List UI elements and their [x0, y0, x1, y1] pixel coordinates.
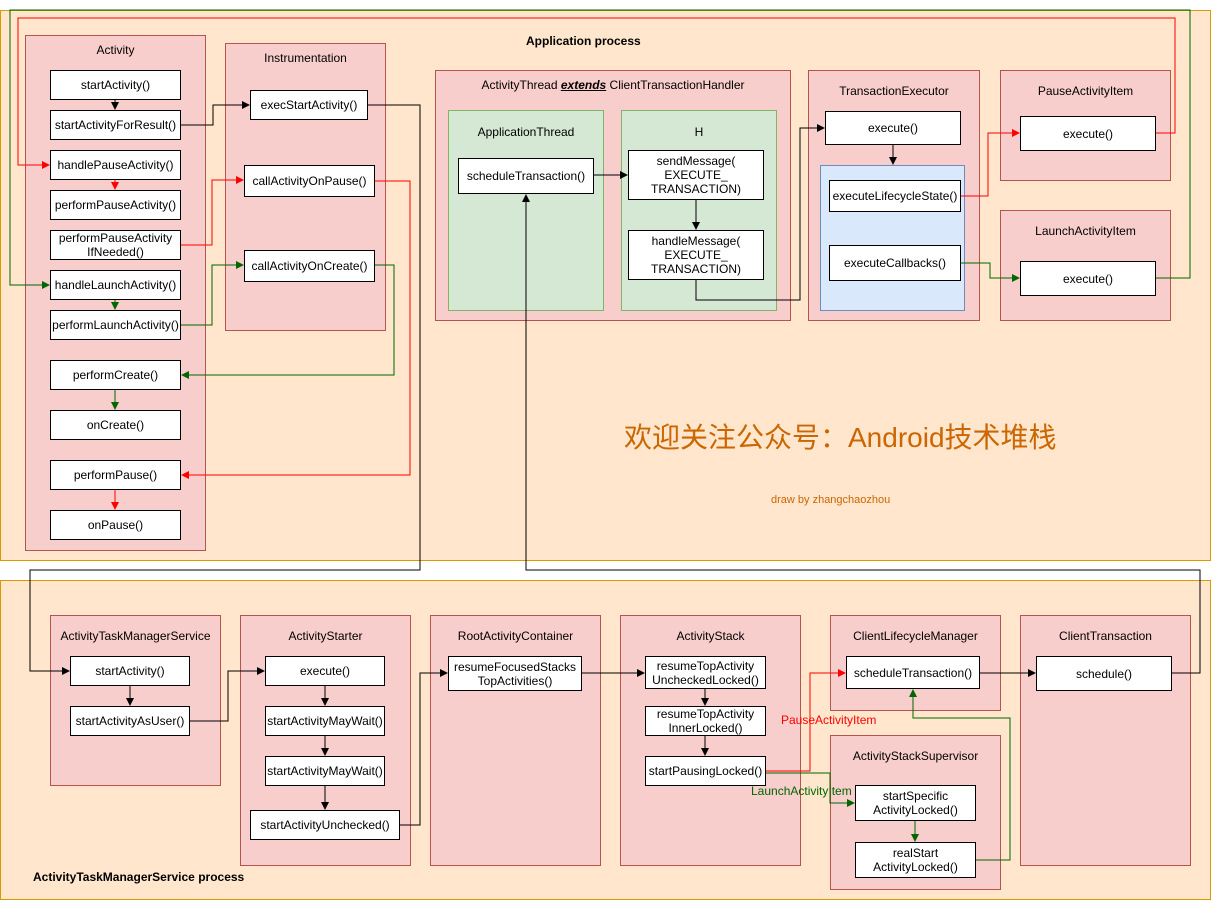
activity-title: Activity	[96, 43, 135, 57]
launch-activity-item-title: LaunchActivityItem	[1035, 224, 1136, 238]
node-atms-start-activity: startActivity()	[70, 656, 190, 686]
node-call-activity-on-pause: callActivityOnPause()	[244, 165, 375, 197]
activity-thread-title: ActivityThread extends ClientTransaction…	[436, 78, 790, 92]
transaction-executor-title: TransactionExecutor	[839, 84, 949, 98]
node-start-activity-for-result: startActivityForResult()	[50, 110, 181, 140]
pause-activity-item-title: PauseActivityItem	[1037, 84, 1134, 98]
atms-process-title: ActivityTaskManagerService process	[33, 870, 245, 884]
node-call-activity-on-create: callActivityOnCreate()	[244, 250, 375, 282]
root-activity-container-title: RootActivityContainer	[457, 629, 574, 643]
node-start-pausing-locked: startPausingLocked()	[645, 756, 766, 786]
node-start-activity-unchecked: startActivityUnchecked()	[250, 810, 400, 840]
node-resume-focused-stacks: resumeFocusedStacks TopActivities()	[448, 656, 582, 691]
author-credit: draw by zhangchaozhou	[771, 494, 891, 506]
activity-stack-title: ActivityStack	[676, 629, 745, 643]
label-pause-activity-item: PauseActivityItem	[781, 713, 877, 727]
node-activity-start-activity: startActivity()	[50, 70, 181, 100]
node-handle-launch-activity: handleLaunchActivity()	[50, 270, 181, 300]
node-pause-item-execute: execute()	[1020, 116, 1156, 151]
node-resume-top-activity-inner: resumeTopActivity InnerLocked()	[645, 706, 766, 736]
activity-stack-group: ActivityStack	[620, 615, 801, 866]
instrumentation-title: Instrumentation	[264, 51, 347, 65]
label-launch-activity-item: LaunchActivityItem	[751, 784, 852, 798]
client-transaction-group: ClientTransaction	[1020, 615, 1191, 866]
atms-group: ActivityTaskManagerService	[50, 615, 221, 786]
node-start-activity-may-wait-1: startActivityMayWait()	[265, 706, 385, 736]
node-clm-schedule-transaction: scheduleTransaction()	[846, 656, 980, 689]
client-lifecycle-manager-title: ClientLifecycleManager	[853, 629, 978, 643]
h-group: H	[621, 110, 777, 311]
node-handle-pause-activity: handlePauseActivity()	[50, 150, 181, 180]
node-execute-callbacks: executeCallbacks()	[829, 245, 961, 281]
node-real-start-activity-locked: realStart ActivityLocked()	[855, 842, 976, 878]
h-title: H	[694, 125, 704, 139]
node-start-specific-activity-locked: startSpecific ActivityLocked()	[855, 785, 976, 821]
node-resume-top-activity-unchecked: resumeTopActivity UncheckedLocked()	[645, 656, 766, 689]
atms-title: ActivityTaskManagerService	[60, 629, 211, 643]
application-thread-group: ApplicationThread	[448, 110, 604, 311]
node-execute-lifecycle-state: executeLifecycleState()	[829, 180, 961, 212]
node-start-activity-may-wait-2: startActivityMayWait()	[265, 756, 385, 786]
node-perform-pause-activity: performPauseActivity()	[50, 190, 181, 220]
activity-thread-title-post: ClientTransactionHandler	[606, 78, 745, 92]
root-activity-container-group: RootActivityContainer	[430, 615, 601, 866]
application-process-title: Application process	[526, 34, 641, 48]
activity-thread-title-pre: ActivityThread	[481, 78, 561, 92]
node-perform-create: performCreate()	[50, 360, 181, 390]
node-perform-pause: performPause()	[50, 460, 181, 490]
node-on-pause: onPause()	[50, 510, 181, 540]
activity-stack-supervisor-title: ActivityStackSupervisor	[852, 749, 979, 763]
watermark-text: 欢迎关注公众号：Android技术堆栈	[624, 422, 1057, 453]
node-on-create: onCreate()	[50, 410, 181, 440]
node-start-activity-as-user: startActivityAsUser()	[70, 706, 190, 736]
node-te-execute: execute()	[825, 111, 961, 145]
node-launch-item-execute: execute()	[1020, 261, 1156, 296]
node-perform-launch-activity: performLaunchActivity()	[50, 310, 181, 340]
activity-starter-title: ActivityStarter	[288, 629, 363, 643]
application-thread-title: ApplicationThread	[477, 125, 575, 139]
node-at-schedule-transaction: scheduleTransaction()	[458, 158, 594, 194]
client-transaction-title: ClientTransaction	[1059, 629, 1152, 643]
node-exec-start-activity: execStartActivity()	[250, 90, 368, 120]
node-send-message: sendMessage( EXECUTE_ TRANSACTION)	[628, 150, 764, 200]
node-perform-pause-activity-if-needed: performPauseActivity IfNeeded()	[50, 230, 181, 260]
node-handle-message: handleMessage( EXECUTE_ TRANSACTION)	[628, 230, 764, 280]
node-ct-schedule: schedule()	[1036, 656, 1172, 691]
node-starter-execute: execute()	[265, 656, 385, 686]
activity-thread-title-extends: extends	[560, 78, 607, 92]
